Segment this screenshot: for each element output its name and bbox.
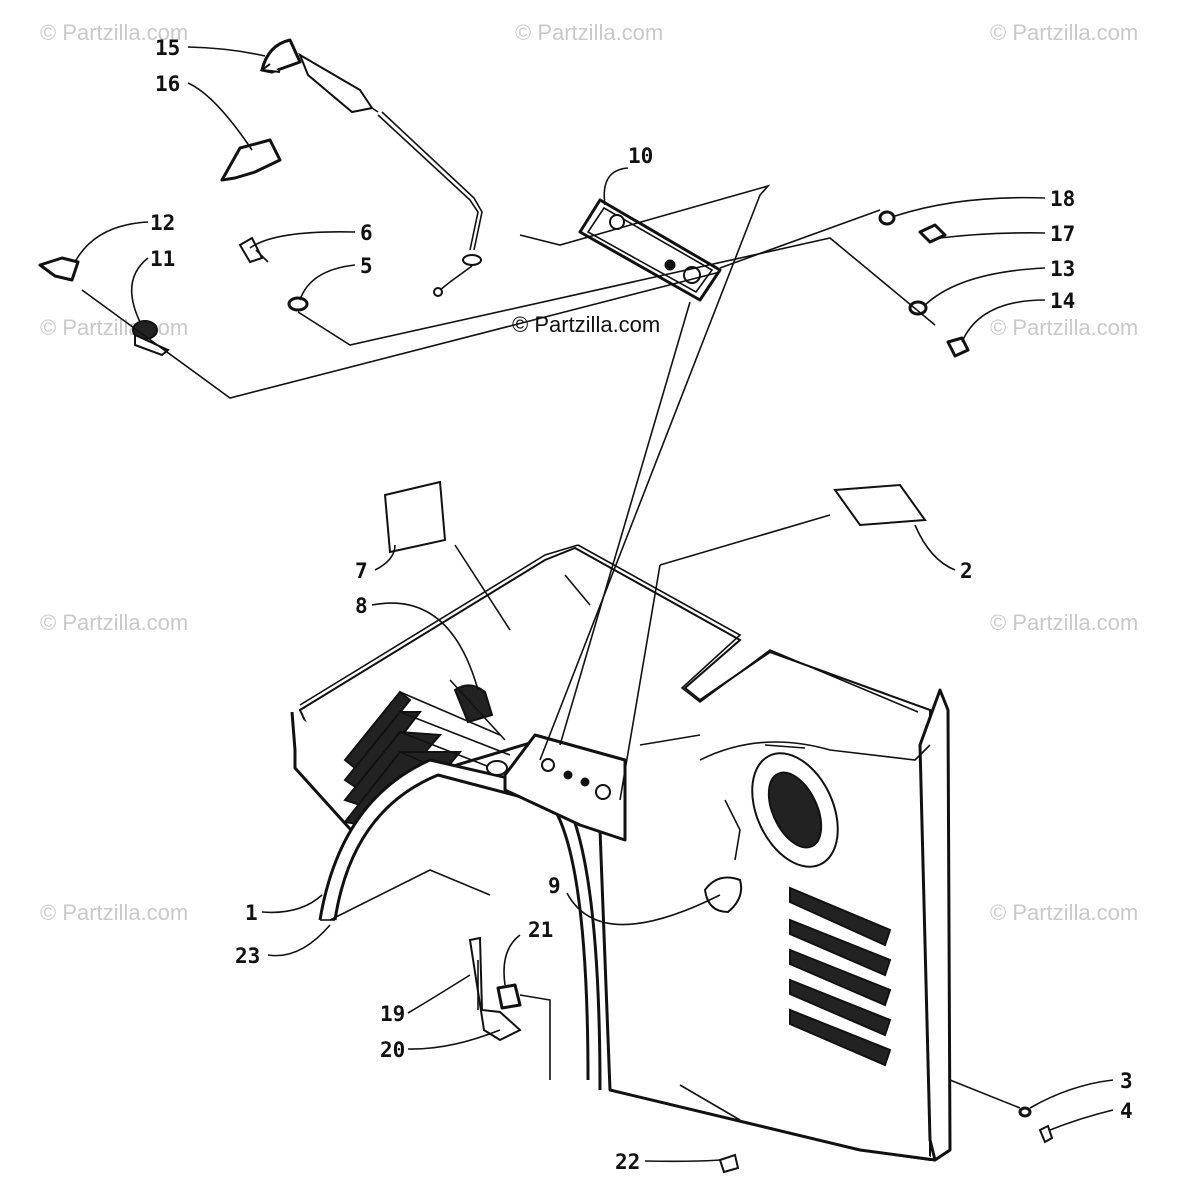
dash-panel <box>486 733 627 842</box>
callout-21: 21 <box>528 918 553 942</box>
screw-4 <box>1038 1124 1054 1144</box>
callout-3: 3 <box>1120 1069 1133 1093</box>
callout-18: 18 <box>1050 187 1075 211</box>
washer-18 <box>878 210 896 226</box>
callout-4: 4 <box>1120 1099 1133 1123</box>
watermark: © Partzilla.com <box>990 900 1138 925</box>
right-side-panel <box>699 688 952 1162</box>
callout-12: 12 <box>150 211 175 235</box>
callout-7: 7 <box>355 559 368 583</box>
nut-14 <box>946 336 970 358</box>
bracket-16 <box>220 138 282 182</box>
stitch-mark <box>639 734 701 746</box>
watermark-center: © Partzilla.com <box>512 312 660 337</box>
watermark: © Partzilla.com <box>40 900 188 925</box>
leader-lines <box>74 46 1114 1163</box>
instrument-plate-10 <box>578 198 722 302</box>
callout-16: 16 <box>155 72 180 96</box>
callout-11: 11 <box>150 247 175 271</box>
callout-14: 14 <box>1050 289 1075 313</box>
clip-12 <box>38 256 80 282</box>
console-shroud <box>290 544 952 1162</box>
stitch-mark <box>724 799 741 861</box>
grommet-9 <box>703 876 743 914</box>
watermark: © Partzilla.com <box>40 315 188 340</box>
screw-6 <box>238 236 269 264</box>
stitch-mark <box>764 744 806 749</box>
watermark: © Partzilla.com <box>40 610 188 635</box>
callout-23: 23 <box>235 944 260 968</box>
assembly-lines <box>81 184 1021 1121</box>
stitch-mark <box>564 574 591 606</box>
clip-21 <box>496 983 522 1010</box>
washer-3 <box>1018 1106 1032 1118</box>
decal-2 <box>833 483 927 527</box>
callout-20: 20 <box>380 1038 405 1062</box>
callout-8: 8 <box>355 594 368 618</box>
callout-9: 9 <box>548 874 561 898</box>
arch-opening <box>318 758 602 1091</box>
watermark: © Partzilla.com <box>990 610 1138 635</box>
decal-7 <box>383 480 447 554</box>
watermark: © Partzilla.com <box>990 315 1138 340</box>
screw-22 <box>718 1153 740 1174</box>
callout-labels: 15 16 12 11 6 5 10 18 17 13 14 7 8 2 1 2… <box>150 36 1133 1174</box>
callout-6: 6 <box>360 221 373 245</box>
bracket-20 <box>468 936 522 1042</box>
toggle-switch-17 <box>918 223 947 244</box>
washer-5 <box>287 296 309 312</box>
choke-cable <box>297 52 483 297</box>
callout-5: 5 <box>360 254 373 278</box>
callout-19: 19 <box>380 1002 405 1026</box>
callout-22: 22 <box>615 1150 640 1174</box>
watermark: © Partzilla.com <box>40 20 188 45</box>
watermark: © Partzilla.com <box>515 20 663 45</box>
callout-1: 1 <box>245 901 258 925</box>
bracket-edge <box>519 994 551 1080</box>
watermark: © Partzilla.com <box>990 20 1138 45</box>
callout-17: 17 <box>1050 222 1075 246</box>
callout-13: 13 <box>1050 257 1075 281</box>
callout-2: 2 <box>960 559 973 583</box>
washer-13 <box>908 300 928 316</box>
callout-15: 15 <box>155 36 180 60</box>
callout-10: 10 <box>628 144 653 168</box>
choke-lever-15 <box>259 38 302 74</box>
